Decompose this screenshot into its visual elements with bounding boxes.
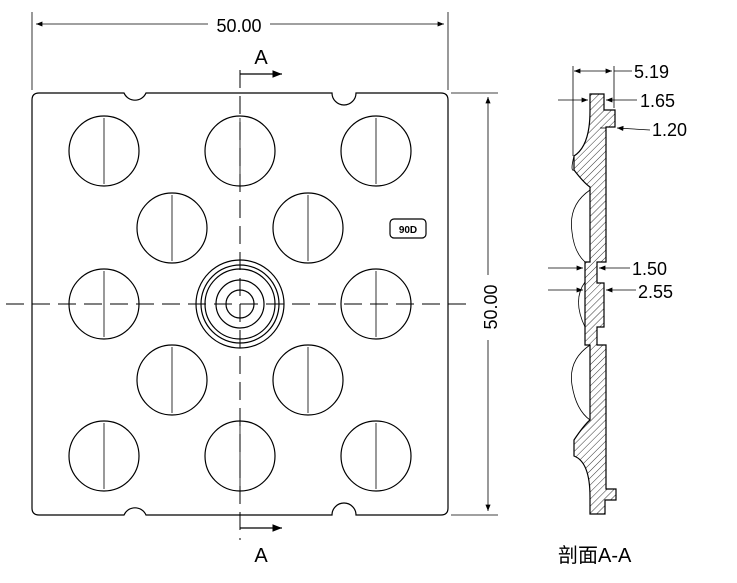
section-dome-center [578,281,586,328]
lens [340,268,412,340]
section-dim-2: 1.65 [640,91,675,111]
lens-outline [204,115,276,187]
center-boss [195,259,285,349]
lens-array [68,115,412,492]
section-dim-1: 5.19 [634,62,669,82]
lens [136,344,208,416]
lens-outline [340,420,412,492]
section-body [573,93,617,515]
lens-outline [340,115,412,187]
lens [340,420,412,492]
lens [136,192,208,264]
front-view: 90D 50.00 50.00 A A [6,12,501,567]
plate-outline [31,92,449,516]
lens-outline [204,420,276,492]
height-dimension: 50.00 [481,284,501,329]
lens [68,420,140,492]
section-view: 5.19 1.65 1.20 1.50 2.55 剖面A-A [548,62,687,567]
lens [272,344,344,416]
lens-outline [272,192,344,264]
lens-outline [272,344,344,416]
lens-outline [68,268,140,340]
lens [340,115,412,187]
lens [204,115,276,187]
section-dome-lower [571,344,591,421]
lens [68,268,140,340]
section-caption: 剖面A-A [558,544,632,567]
lens-outline [68,115,140,187]
part-tag: 90D [399,225,417,236]
section-dome-upper [571,189,591,263]
width-dimension: 50.00 [216,16,261,36]
lens-outline [340,268,412,340]
lens-outline [136,192,208,264]
section-dim-3: 1.20 [652,120,687,140]
section-mark-top: A [254,47,268,69]
lens [204,420,276,492]
section-dim-4: 1.50 [632,259,667,279]
section-mark-bottom: A [254,545,268,567]
lens [272,192,344,264]
lens-outline [68,420,140,492]
lens-outline [136,344,208,416]
part-tag-box [389,218,427,239]
lens [68,115,140,187]
section-dim-5: 2.55 [638,282,673,302]
